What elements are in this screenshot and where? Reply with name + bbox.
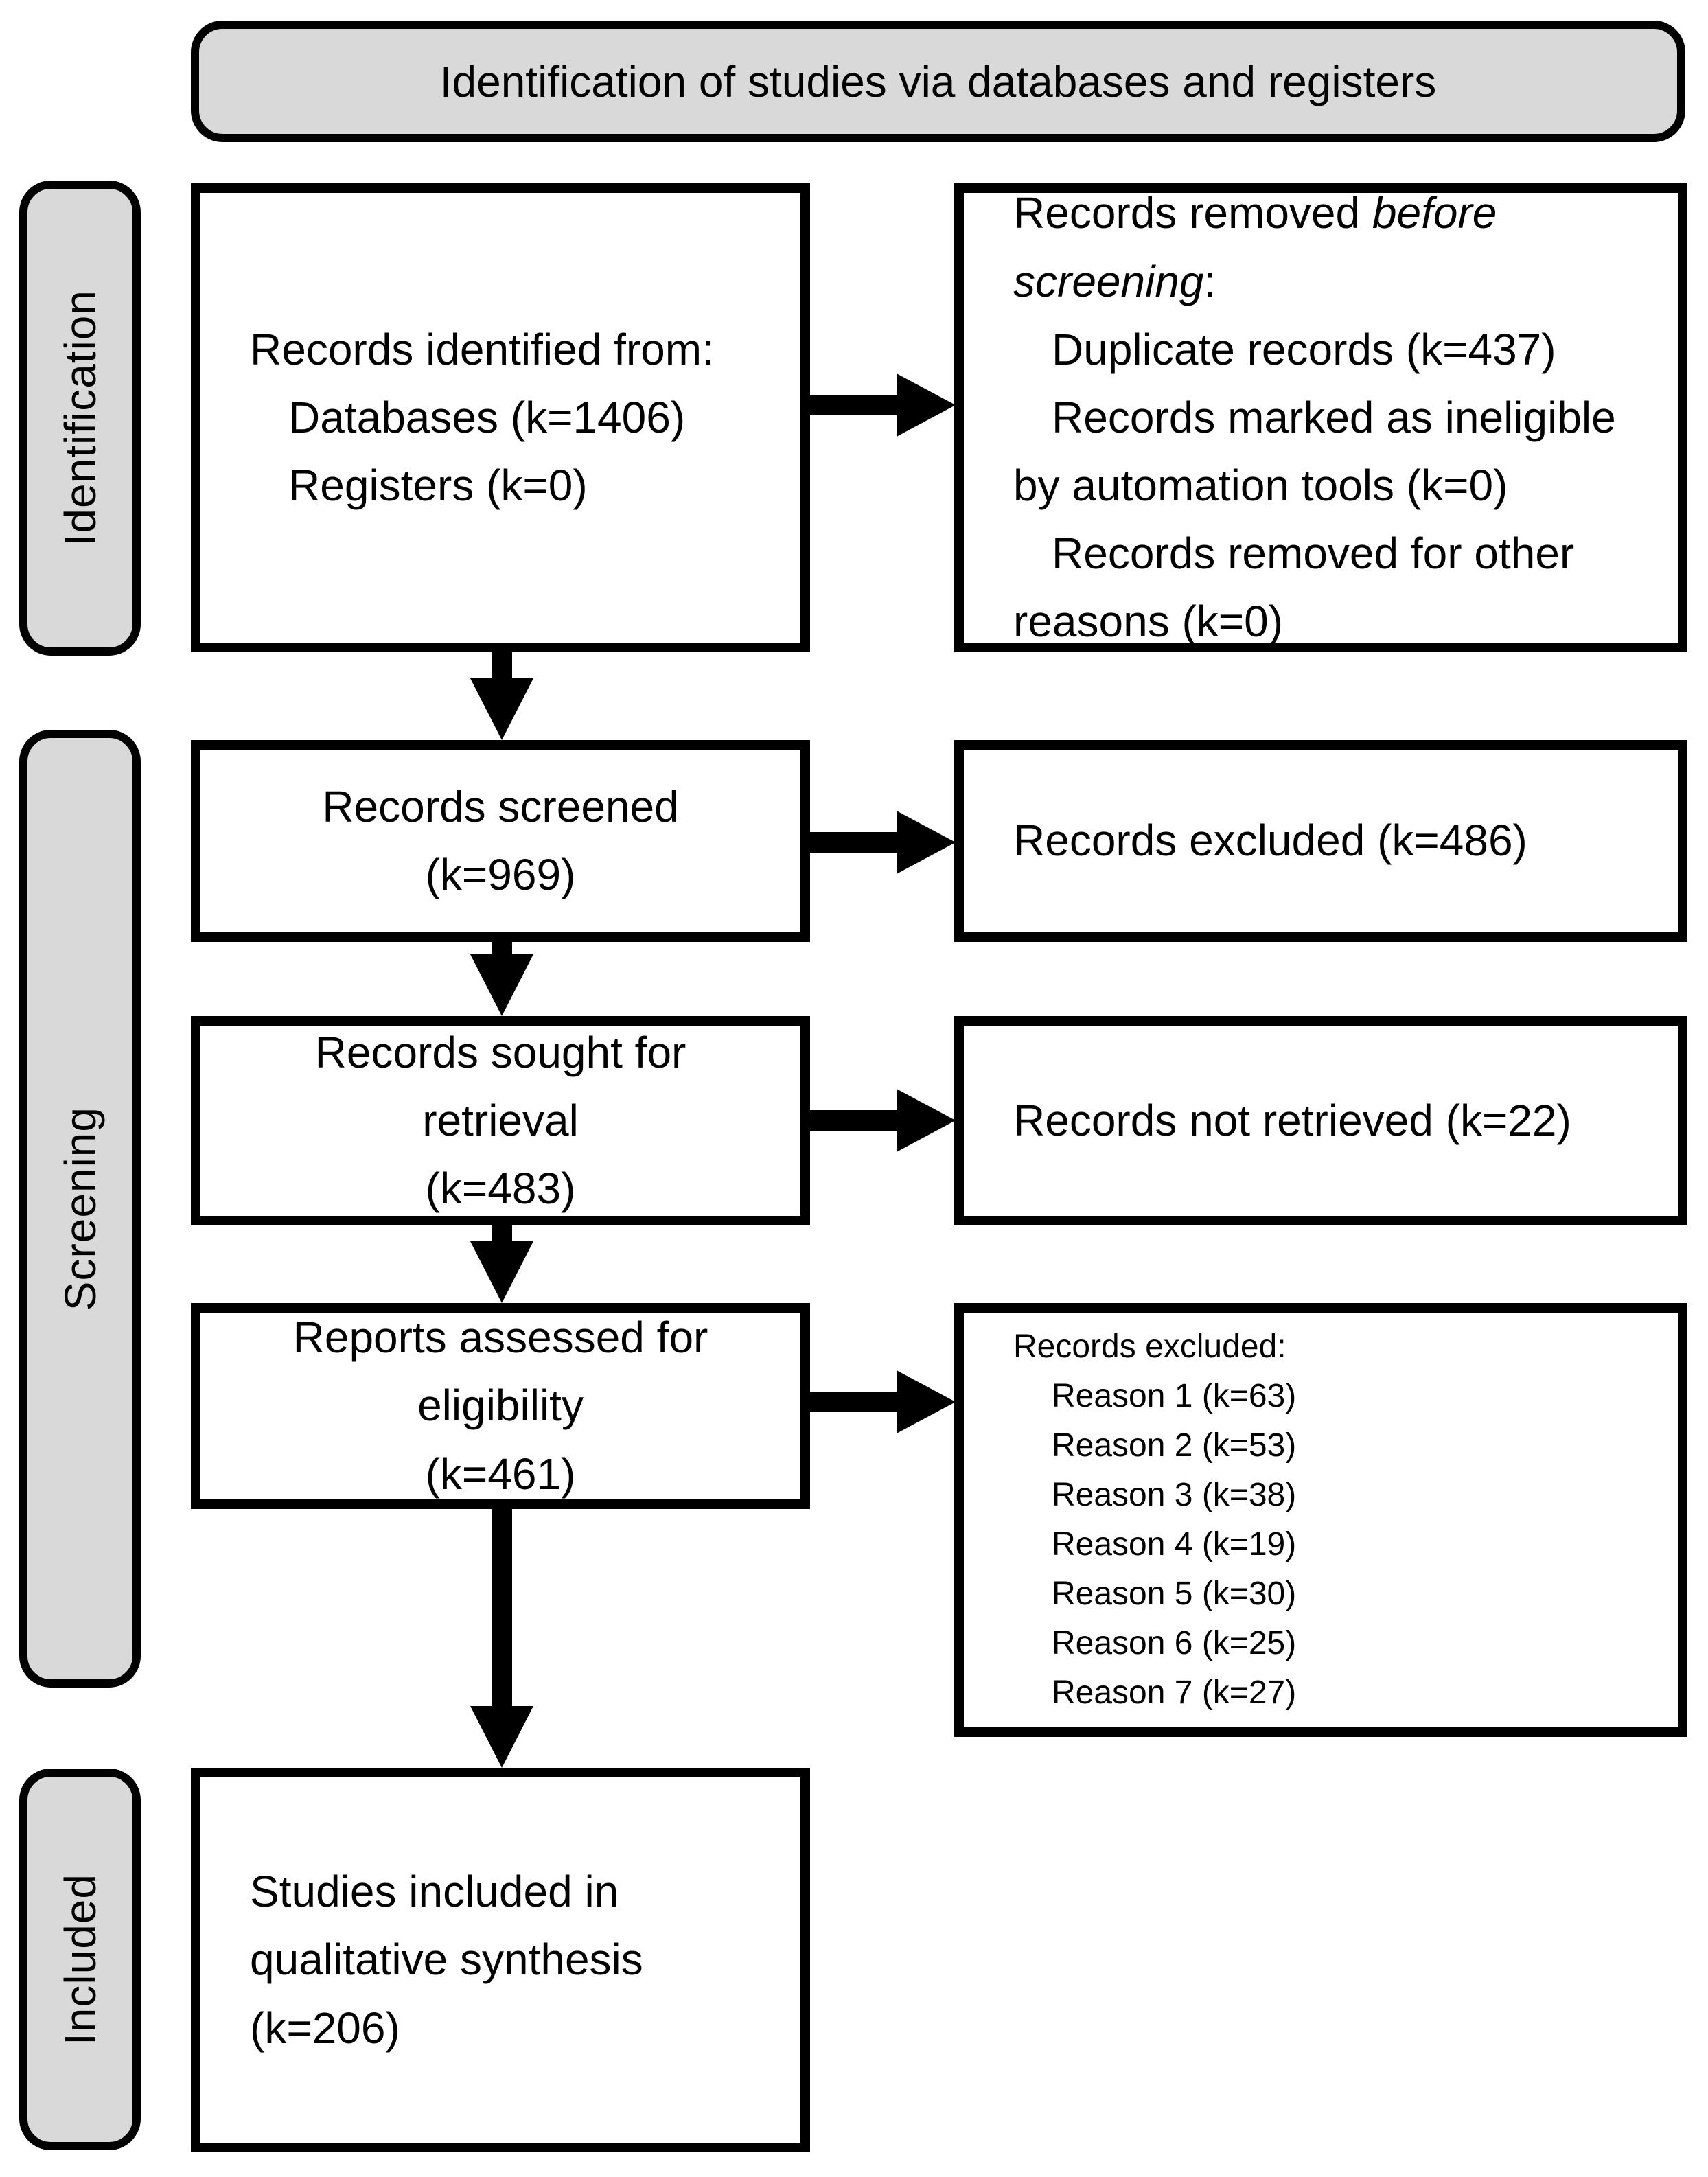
- arrow-down-2-head: [470, 954, 533, 1016]
- header-title: Identification of studies via databases …: [439, 56, 1437, 106]
- records-sought-line2: retrieval: [422, 1095, 579, 1145]
- excluded-reason-1: Reason 1 (k=63): [1052, 1378, 1297, 1414]
- arrow-row3-right-head: [897, 1089, 956, 1152]
- records-removed-intro: Records removed before screening:: [1013, 179, 1650, 315]
- reports-assessed-line2: eligibility: [417, 1381, 584, 1431]
- records-removed-other-line2: reasons (k=0): [1013, 597, 1284, 647]
- records-excluded-box: Records excluded (k=486): [954, 740, 1687, 942]
- arrow-down-1-head: [470, 678, 533, 740]
- records-removed-other-line1: Records removed for other: [1052, 529, 1575, 579]
- excluded-reasons-title: Records excluded:: [1013, 1328, 1286, 1365]
- records-removed-intro-prefix: Records removed: [1013, 188, 1372, 238]
- records-removed-intro-italic1: before: [1372, 188, 1497, 238]
- records-identified-intro: Records identified from:: [250, 324, 714, 374]
- rail-identification: Identification: [19, 181, 141, 656]
- arrow-row4-right-shaft: [810, 1392, 901, 1412]
- records-identified-box: Records identified from: Databases (k=14…: [191, 183, 810, 652]
- records-identified-databases: Databases (k=1406): [288, 392, 686, 442]
- records-removed-duplicates: Duplicate records (k=437): [1052, 324, 1556, 374]
- excluded-reason-5: Reason 5 (k=30): [1052, 1576, 1297, 1612]
- rail-screening-label: Screening: [55, 1106, 105, 1311]
- arrow-down-1-shaft: [492, 651, 512, 682]
- records-removed-intro-colon: :: [1203, 256, 1216, 306]
- records-removed-automation-line2: by automation tools (k=0): [1013, 461, 1508, 511]
- studies-included-line2: qualitative synthesis: [250, 1935, 643, 1985]
- excluded-reason-7: Reason 7 (k=27): [1052, 1674, 1297, 1711]
- studies-included-line3: (k=206): [250, 2003, 400, 2053]
- arrow-down-3-head: [470, 1241, 533, 1303]
- reports-assessed-line3: (k=461): [425, 1449, 576, 1499]
- rail-screening: Screening: [19, 730, 141, 1688]
- studies-included-line1: Studies included in: [250, 1867, 619, 1917]
- header-panel: Identification of studies via databases …: [191, 21, 1685, 142]
- records-excluded-label: Records excluded (k=486): [1013, 816, 1527, 866]
- studies-included-box: Studies included in qualitative synthesi…: [191, 1768, 810, 2152]
- records-removed-automation-line1: Records marked as ineligible: [1052, 392, 1616, 442]
- records-identified-registers: Registers (k=0): [288, 461, 588, 511]
- records-removed-intro-italic2: screening: [1013, 256, 1204, 306]
- records-sought-line1: Records sought for: [314, 1027, 686, 1077]
- arrow-row2-right-shaft: [810, 832, 901, 853]
- arrow-row4-right-head: [897, 1370, 956, 1433]
- records-screened-line1: Records screened: [322, 781, 679, 831]
- arrow-row1-right-head: [897, 373, 956, 437]
- records-removed-other: Records removed for other reasons (k=0): [1013, 520, 1650, 656]
- records-screened-line2: (k=969): [425, 850, 576, 899]
- excluded-reason-6: Reason 6 (k=25): [1052, 1625, 1297, 1661]
- rail-included: Included: [19, 1769, 141, 2150]
- excluded-reason-2: Reason 2 (k=53): [1052, 1427, 1297, 1464]
- arrow-row3-right-shaft: [810, 1110, 901, 1131]
- records-sought-line3: (k=483): [425, 1164, 576, 1214]
- rail-identification-label: Identification: [55, 290, 105, 546]
- records-screened-box: Records screened (k=969): [191, 740, 810, 942]
- records-sought-box: Records sought for retrieval (k=483): [191, 1016, 810, 1225]
- arrow-row2-right-head: [897, 811, 956, 874]
- records-not-retrieved-box: Records not retrieved (k=22): [954, 1016, 1687, 1225]
- excluded-reason-4: Reason 4 (k=19): [1052, 1526, 1297, 1563]
- arrow-row1-right-shaft: [810, 395, 901, 415]
- records-not-retrieved-label: Records not retrieved (k=22): [1013, 1095, 1571, 1145]
- arrow-down-4-shaft: [492, 1508, 512, 1710]
- reports-assessed-box: Reports assessed for eligibility (k=461): [191, 1303, 810, 1509]
- excluded-reason-3: Reason 3 (k=38): [1052, 1477, 1297, 1513]
- rail-included-label: Included: [55, 1874, 105, 2045]
- records-removed-box: Records removed before screening: Duplic…: [954, 183, 1687, 652]
- reports-assessed-line1: Reports assessed for: [292, 1313, 708, 1363]
- records-removed-automation: Records marked as ineligible by automati…: [1013, 384, 1650, 520]
- arrow-down-4-head: [470, 1706, 533, 1768]
- records-excluded-reasons-box: Records excluded: Reason 1 (k=63) Reason…: [954, 1303, 1687, 1737]
